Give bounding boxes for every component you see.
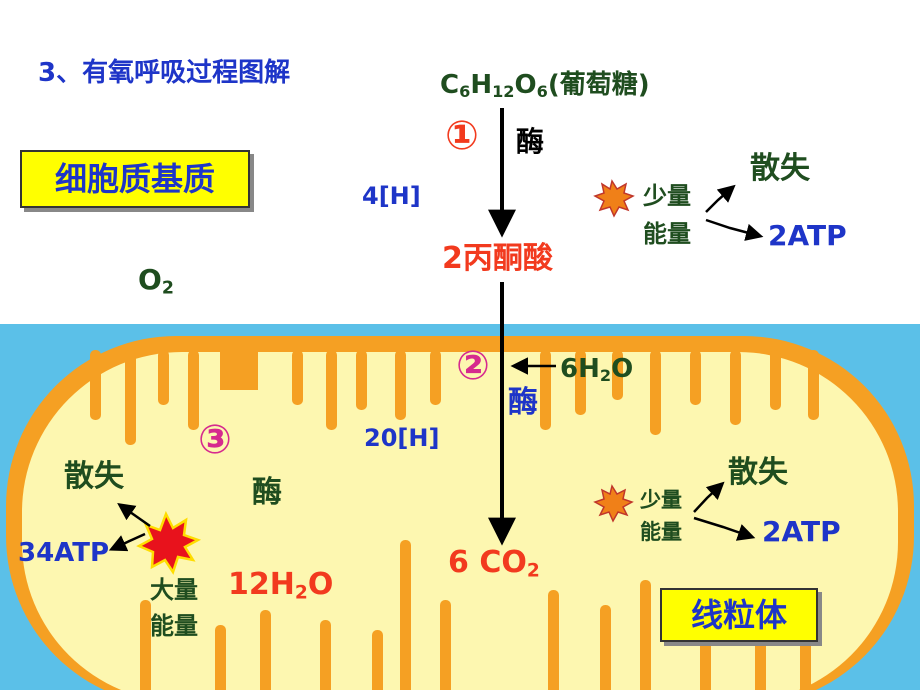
water-output-label: 12H2O	[228, 567, 334, 604]
cytoplasm-label: 细胞质基质	[20, 150, 250, 208]
stage-3-energy-line-2: 能量	[150, 612, 198, 640]
dissipate-arrow-2	[693, 481, 725, 513]
stage-3-enzyme: 酶	[252, 475, 282, 510]
stage-1-number: ①	[445, 113, 479, 159]
stage-1-enzyme: 酶	[516, 125, 545, 158]
stage-1-energy-line-2: 能量	[643, 220, 691, 248]
co2-label: 6 CO2	[448, 545, 540, 582]
stage-2-water-input: 6H2O	[560, 354, 634, 386]
stage-3-number: ③	[198, 417, 232, 463]
stage-1-dissipate: 散失	[750, 151, 810, 186]
glucose-label: C6H12O6(葡萄糖)	[440, 70, 650, 102]
stage-2-energy-line-2: 能量	[640, 520, 682, 544]
dissipate-arrow-1	[705, 184, 736, 213]
dissipate-arrow-3	[117, 502, 151, 528]
energy-burst-icon	[593, 179, 635, 218]
energy-burst-icon	[593, 484, 634, 523]
stage-3-atp: 34ATP	[18, 538, 110, 568]
pyruvate-label: 2丙酮酸	[442, 241, 553, 276]
diagram-title: 3、有氧呼吸过程图解	[38, 58, 291, 88]
stage-3-energy-line-1: 大量	[150, 576, 198, 604]
stage-2-hydrogen: 20[H]	[364, 424, 440, 452]
mitochondrion-label: 线粒体	[660, 588, 818, 642]
stage-2-atp: 2ATP	[762, 515, 841, 548]
stage-1-energy-line-1: 少量	[643, 182, 691, 210]
atp-arrow-1	[705, 218, 764, 241]
atp-arrow-3	[108, 532, 146, 552]
stage-1-hydrogen: 4[H]	[362, 182, 421, 210]
oxygen-label: O2	[138, 263, 174, 299]
stage-1-atp: 2ATP	[768, 219, 847, 252]
stage-2-enzyme: 酶	[508, 385, 538, 420]
stage-2-number: ②	[456, 343, 490, 389]
large-energy-burst-icon	[136, 510, 202, 575]
stage-3-dissipate: 散失	[64, 459, 124, 494]
cristae-top	[90, 350, 819, 445]
atp-arrow-2	[693, 516, 756, 541]
stage-2-energy-line-1: 少量	[640, 488, 682, 512]
stage-2-dissipate: 散失	[728, 455, 788, 490]
